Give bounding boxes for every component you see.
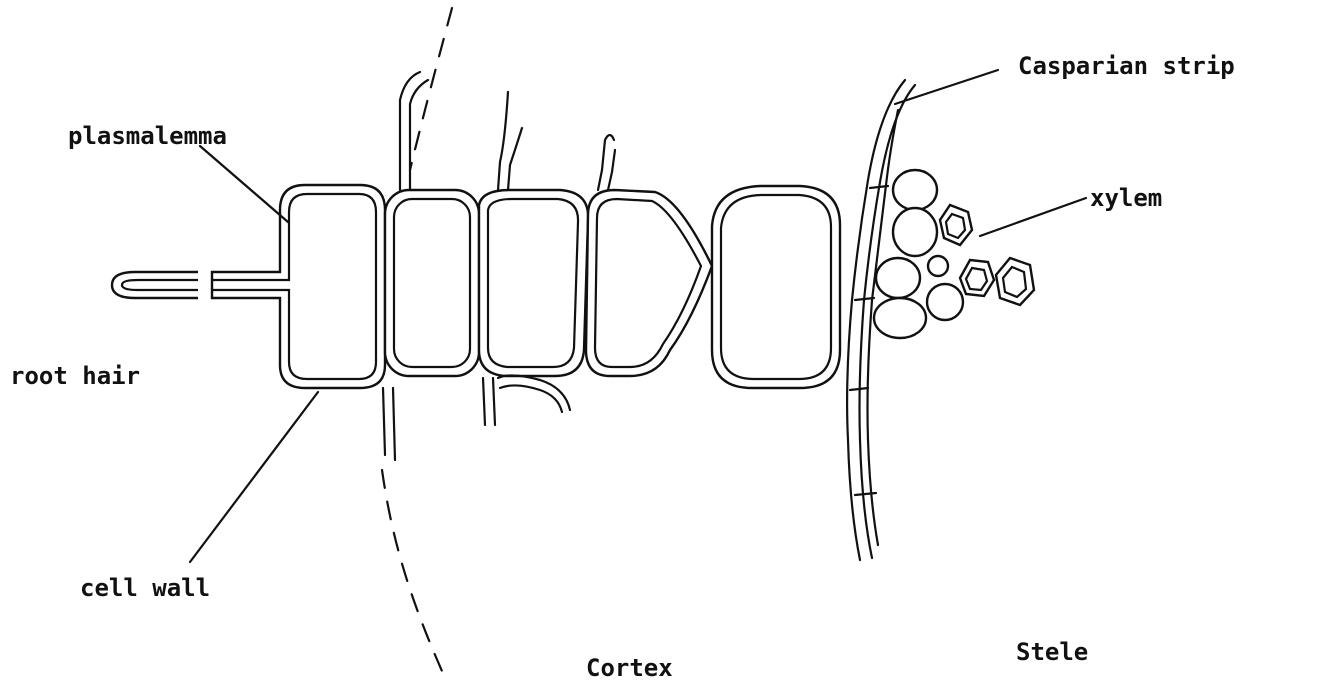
- root-hair-cell: [112, 185, 385, 388]
- label-stele: Stele: [1016, 640, 1088, 664]
- label-cortex: Cortex: [586, 656, 673, 680]
- leader-cell-wall: [190, 392, 318, 562]
- epidermis-boundary-lower: [382, 470, 446, 680]
- label-casparian-strip: Casparian strip: [1018, 54, 1235, 78]
- label-cell-wall: cell wall: [80, 576, 210, 600]
- cortex-cell-4: [712, 186, 840, 388]
- upper-walls: [400, 72, 615, 190]
- leader-plasmalemma: [200, 146, 288, 222]
- leader-xylem: [980, 198, 1086, 236]
- label-xylem: xylem: [1090, 186, 1162, 210]
- cortex-cell-2: [479, 190, 588, 376]
- label-plasmalemma: plasmalemma: [68, 124, 227, 148]
- label-root-hair: root hair: [10, 364, 140, 388]
- stele-cells: [874, 170, 963, 338]
- leader-casparian: [895, 70, 998, 104]
- cortex-cell-3: [586, 190, 712, 376]
- cortex-cell-1: [385, 190, 479, 376]
- lower-walls: [383, 375, 570, 460]
